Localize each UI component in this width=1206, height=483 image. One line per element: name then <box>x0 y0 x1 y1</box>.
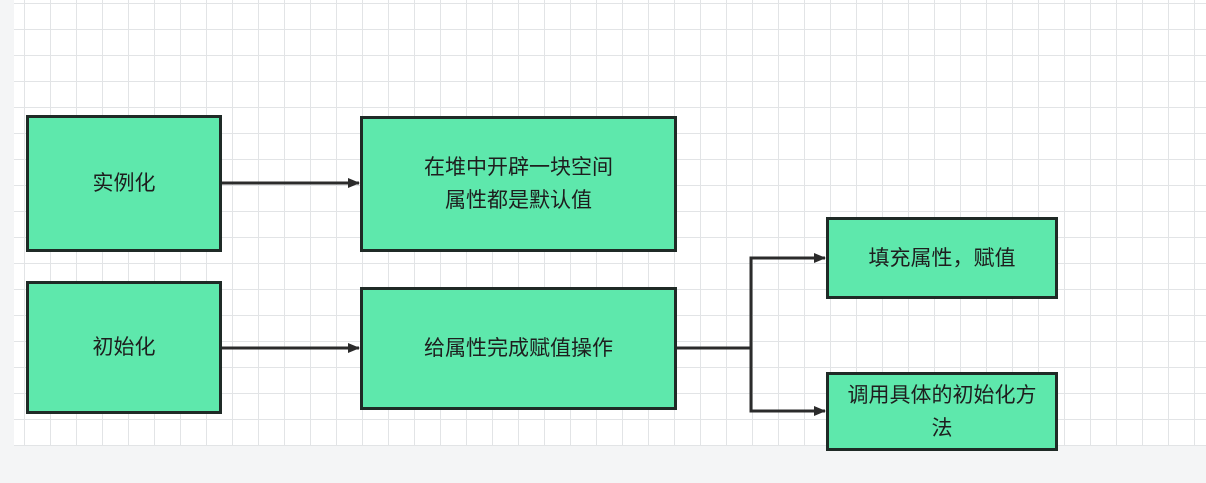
node-fill-properties[interactable]: 填充属性，赋值 <box>826 217 1058 299</box>
node-allocate-heap-space[interactable]: 在堆中开辟一块空间 属性都是默认值 <box>360 116 677 252</box>
node-initialize[interactable]: 初始化 <box>26 281 222 414</box>
node-instantiate[interactable]: 实例化 <box>26 115 222 252</box>
node-call-init-method[interactable]: 调用具体的初始化方法 <box>826 372 1058 451</box>
node-assign-properties[interactable]: 给属性完成赋值操作 <box>360 287 677 410</box>
